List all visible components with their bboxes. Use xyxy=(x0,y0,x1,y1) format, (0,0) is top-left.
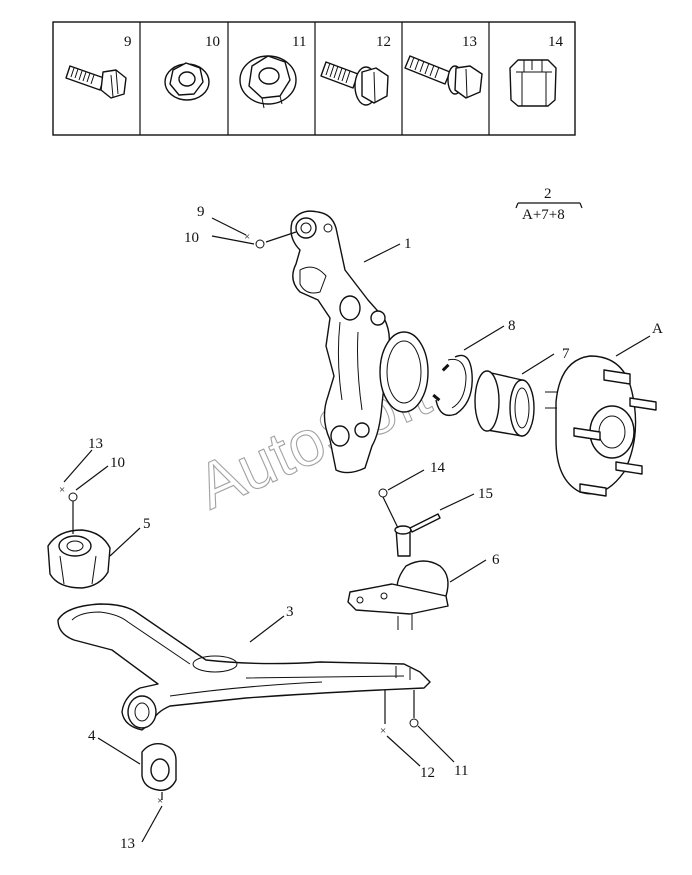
marker-x: × xyxy=(157,795,163,807)
ball-joint xyxy=(347,525,449,630)
callout-8: 8 xyxy=(508,318,516,334)
legend-number-13: 13 xyxy=(462,34,477,50)
legend-number-14: 14 xyxy=(548,34,564,50)
callout-labels: 9 10 1 2 A+7+8 8 7 A 14 15 6 13 10 5 3 4… xyxy=(88,186,663,852)
snap-ring xyxy=(432,354,473,417)
leader-lines: × × × × xyxy=(59,202,651,843)
wheel-bearing xyxy=(474,370,535,437)
callout-2-subassembly: A+7+8 xyxy=(522,207,565,223)
callout-11: 11 xyxy=(454,763,468,779)
marker-x: × xyxy=(244,231,250,243)
callout-5: 5 xyxy=(143,516,151,532)
bolt-12-icon xyxy=(320,61,389,106)
fastener-legend-box: 9 10 11 12 13 14 xyxy=(52,21,576,136)
callout-3: 3 xyxy=(286,604,294,620)
bolt-13-icon xyxy=(404,55,483,99)
callout-4: 4 xyxy=(88,728,96,744)
wheel-hub xyxy=(545,355,657,497)
legend-number-11: 11 xyxy=(292,34,306,50)
callout-13-top: 13 xyxy=(88,436,103,452)
callout-A: A xyxy=(652,321,663,337)
callout-6: 6 xyxy=(492,552,500,568)
callout-9: 9 xyxy=(197,204,205,220)
steering-knuckle xyxy=(290,210,429,474)
callout-1: 1 xyxy=(404,236,412,252)
bushing-front xyxy=(141,742,177,791)
callout-15: 15 xyxy=(478,486,493,502)
bolt-9-icon xyxy=(65,65,127,99)
legend-number-10: 10 xyxy=(205,34,220,50)
nut-11-icon xyxy=(239,55,297,109)
marker-x: × xyxy=(380,725,386,737)
lower-control-arm xyxy=(57,603,431,731)
legend-number-9: 9 xyxy=(124,34,132,50)
callout-2: 2 xyxy=(544,186,552,202)
marker-x: × xyxy=(59,484,65,496)
hub-studs xyxy=(573,369,657,497)
castle-nut-14-icon xyxy=(509,59,557,107)
legend-number-12: 12 xyxy=(376,34,391,50)
cotter-pin xyxy=(409,513,441,533)
bushing-rear xyxy=(47,529,111,589)
nut-10-icon xyxy=(164,62,210,101)
callout-14: 14 xyxy=(430,460,446,476)
callout-7: 7 xyxy=(562,346,570,362)
callout-10-top: 10 xyxy=(184,230,199,246)
callout-10-left: 10 xyxy=(110,455,125,471)
callout-13-bottom: 13 xyxy=(120,836,135,852)
callout-12: 12 xyxy=(420,765,435,781)
